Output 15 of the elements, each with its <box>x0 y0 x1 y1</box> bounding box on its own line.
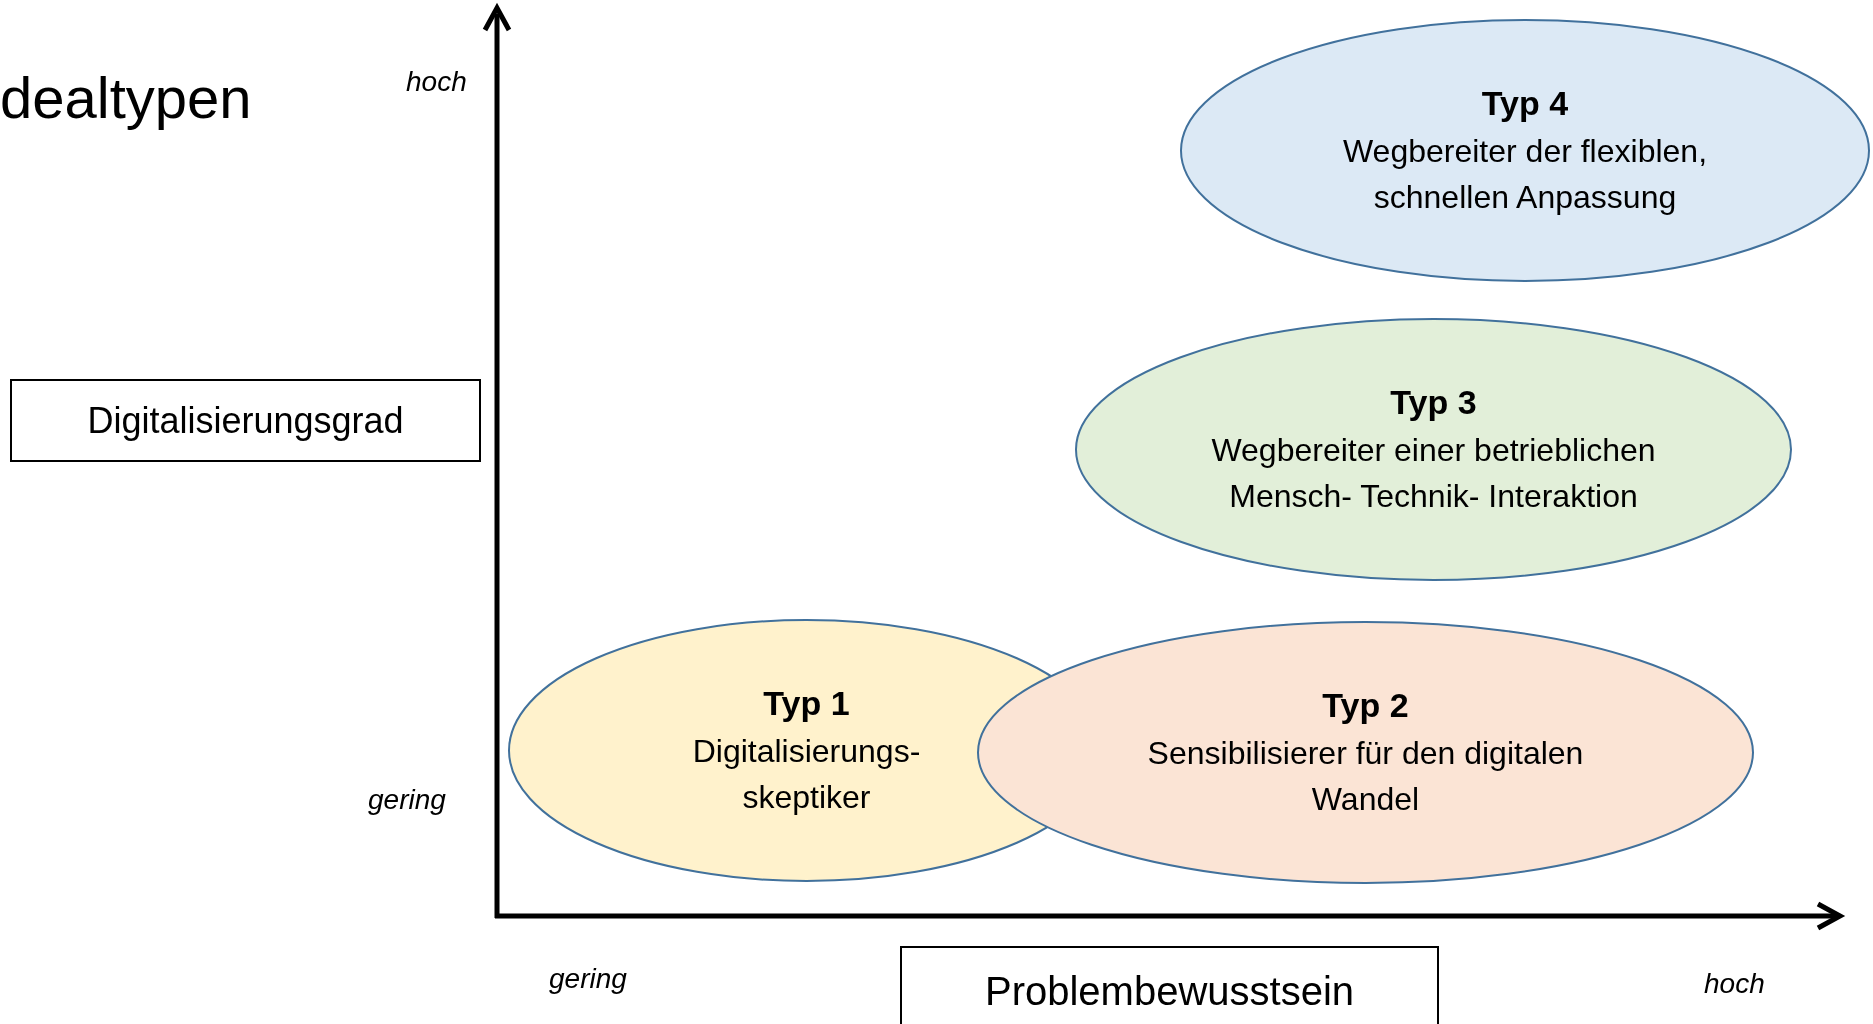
axis-scale-label: gering <box>368 784 446 816</box>
type-description: Wegbereiter der flexiblen, schnellen Anpassung <box>1341 131 1708 218</box>
type-heading: Typ 1 <box>763 683 850 725</box>
axis-scale-label: gering <box>549 963 627 995</box>
axis-scale-label: hoch <box>406 66 467 98</box>
type-description: Digitalisierungs- skeptiker <box>691 731 922 818</box>
type-description: Sensibilisierer für den digitalen Wandel <box>1146 733 1585 820</box>
type-heading: Typ 4 <box>1481 83 1569 125</box>
type-description: Wegbereiter einer betrieblichen Mensch- Technik- Interaktion <box>1210 430 1657 517</box>
type-heading: Typ 2 <box>1322 685 1409 727</box>
axis-scale-label: hoch <box>1704 968 1765 1000</box>
axis-title: Digitalisierungsgrad <box>87 399 404 442</box>
title: dealtypen <box>0 64 252 131</box>
axis-title: Problembewusstsein <box>984 968 1355 1014</box>
type-heading: Typ 3 <box>1390 382 1477 424</box>
